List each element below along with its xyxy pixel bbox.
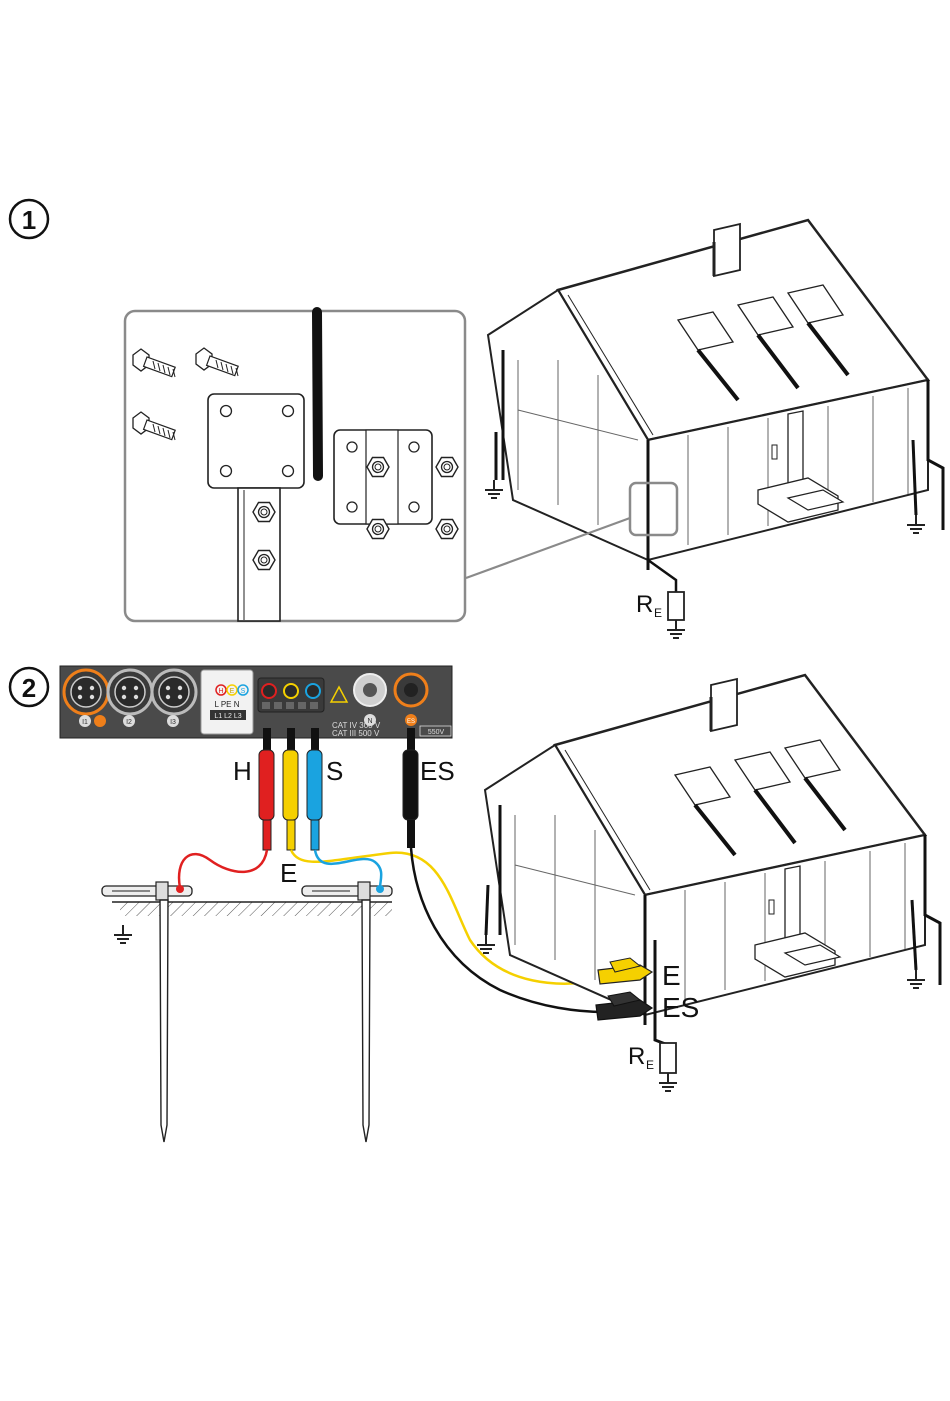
lead-label-s: S bbox=[326, 756, 343, 786]
re-sub-label-1: E bbox=[654, 606, 662, 620]
step-1-badge: 1 bbox=[10, 200, 48, 238]
svg-text:L PE N: L PE N bbox=[214, 700, 239, 709]
svg-text:2: 2 bbox=[22, 673, 36, 703]
earth-resistor-2 bbox=[660, 1043, 676, 1073]
svg-text:H: H bbox=[218, 688, 223, 695]
meter-panel: I1 I2 I3 H E S L PE N L bbox=[60, 666, 452, 738]
ground-symbol-right-2 bbox=[907, 970, 925, 988]
down-conductor-cable bbox=[317, 312, 318, 476]
callout-pointer bbox=[466, 518, 630, 578]
voltage-tag: 550V bbox=[428, 729, 445, 736]
svg-text:L1 L2 L3: L1 L2 L3 bbox=[214, 713, 241, 720]
strip-nut-1 bbox=[253, 503, 275, 522]
earth-conductor-1 bbox=[648, 560, 676, 592]
ground-symbol-re-1 bbox=[667, 620, 685, 638]
terminal-e bbox=[284, 684, 298, 698]
current-probe-spike bbox=[102, 882, 192, 1142]
step-2-badge: 2 bbox=[10, 668, 48, 706]
re-label-1: R bbox=[636, 591, 653, 618]
lead-s-blue bbox=[307, 728, 381, 888]
lead-label-e: E bbox=[280, 858, 297, 888]
plate-nut-3 bbox=[436, 458, 458, 477]
plate-nut-1 bbox=[367, 458, 389, 477]
svg-text:I2: I2 bbox=[126, 719, 132, 726]
house-2 bbox=[485, 675, 940, 1025]
ground-symbol-left-2 bbox=[477, 935, 495, 953]
lead-h-red bbox=[179, 728, 274, 888]
svg-text:S: S bbox=[241, 688, 246, 695]
plate-nut-2 bbox=[367, 520, 389, 539]
svg-text:I1: I1 bbox=[82, 719, 88, 726]
plate-nut-4 bbox=[436, 520, 458, 539]
ground-symbol-soil bbox=[114, 925, 132, 943]
lead-label-es: ES bbox=[420, 756, 455, 786]
svg-text:N: N bbox=[367, 718, 372, 725]
earth-lead-left-2 bbox=[486, 885, 488, 935]
strip-nut-2 bbox=[253, 551, 275, 570]
voltage-probe-spike bbox=[302, 882, 392, 1142]
soil-surface bbox=[112, 902, 392, 916]
ground-symbol-re-2 bbox=[659, 1073, 677, 1091]
test-joint-detail-box bbox=[125, 311, 465, 621]
terminal-h bbox=[262, 684, 276, 698]
cat-rating-line2: CAT III 500 V bbox=[332, 729, 380, 738]
svg-text:1: 1 bbox=[22, 205, 36, 235]
clamp-label-es: ES bbox=[662, 992, 699, 1023]
lead-label-h: H bbox=[233, 756, 252, 786]
terminal-s bbox=[306, 684, 320, 698]
clamp-label-e: E bbox=[662, 960, 681, 991]
re-label-2: R bbox=[628, 1043, 645, 1070]
svg-text:ES: ES bbox=[407, 719, 415, 725]
re-sub-label-2: E bbox=[646, 1058, 654, 1072]
ground-symbol-left-1 bbox=[485, 480, 503, 498]
earth-resistor-1 bbox=[668, 592, 684, 620]
svg-text:E: E bbox=[230, 688, 235, 695]
house-1 bbox=[488, 220, 943, 570]
mode-legend-card: H E S L PE N L1 L2 L3 bbox=[201, 670, 253, 734]
svg-text:I3: I3 bbox=[170, 719, 176, 726]
ground-symbol-right-1 bbox=[907, 515, 925, 533]
